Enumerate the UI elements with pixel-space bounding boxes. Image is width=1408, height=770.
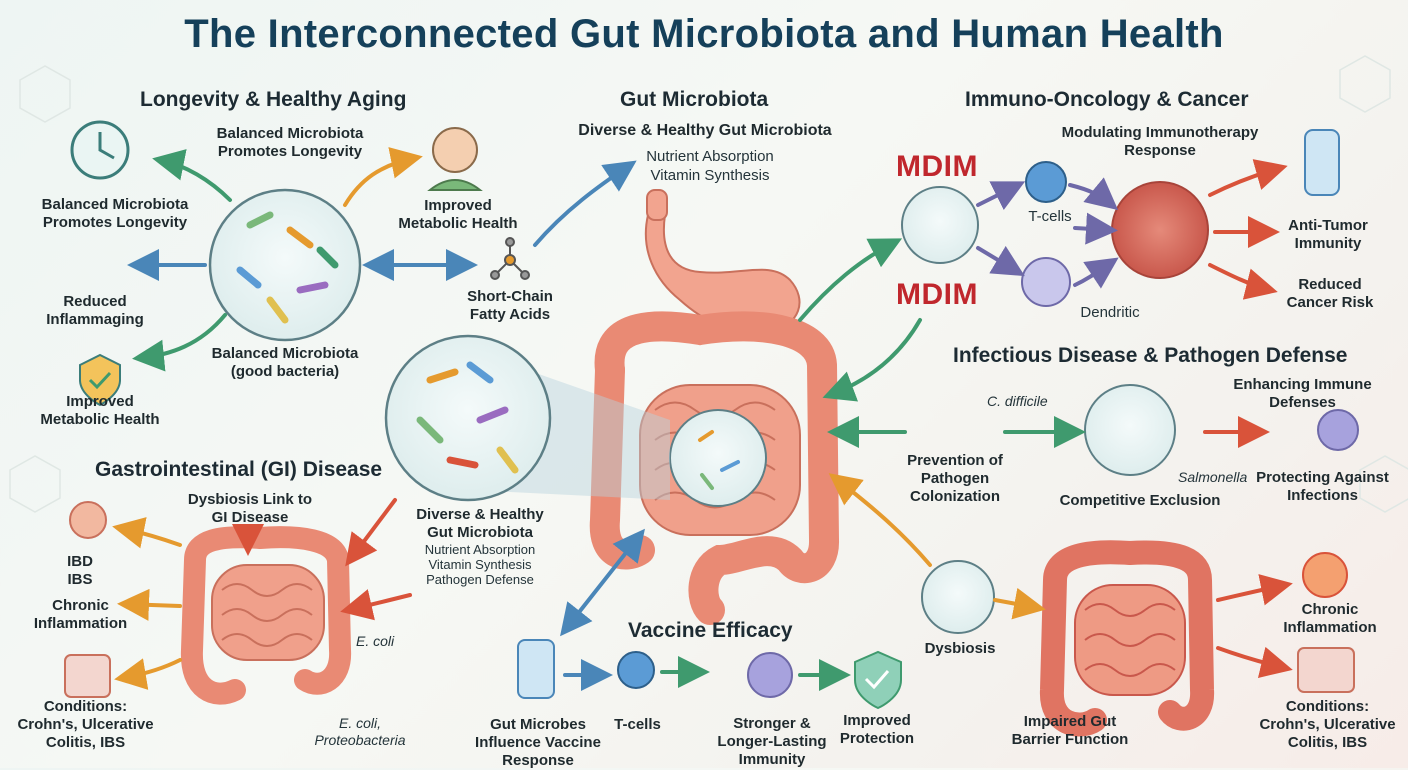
longevity-microbiota-circle [208, 188, 362, 342]
salmonella-label: Salmonella [1178, 469, 1248, 485]
vaccine-tcells-label: T-cells [614, 716, 661, 733]
arrows [112, 147, 1293, 691]
pathogen-defense-circle [1084, 384, 1176, 476]
dysbiosis-link-label: Dysbiosis Link to GI Disease [187, 491, 313, 526]
hex-pattern [9, 55, 1408, 513]
e-coli-proteobacteria-label: E. coli, Proteobacteria [314, 715, 406, 748]
mdim-label-2: MDIM [896, 278, 978, 311]
bacteria-doodles [236, 211, 740, 490]
ibd-ibs-label: IBD IBS [67, 553, 93, 588]
immune-cell-icon [1317, 409, 1359, 451]
dysbiosis-conditions-label: Conditions: Crohn's, Ulcerative Colitis,… [1259, 698, 1396, 751]
improved-metabolic-left-label: Improved Metabolic Health [40, 393, 160, 428]
gi-conditions-label: Conditions: Crohn's, Ulcerative Colitis,… [17, 698, 154, 751]
gut-subheading: Diverse & Healthy Gut Microbiota [578, 122, 832, 139]
scfa-molecule-icon [490, 237, 530, 280]
inflamed-cell-icon [69, 501, 107, 539]
mdim-microbiota-circle [901, 186, 979, 264]
improved-protection-label: Improved Protection [839, 712, 915, 747]
stomach [644, 189, 801, 335]
zoom-title: Diverse & Healthy Gut Microbiota [416, 506, 544, 541]
immune-cell-icon-2 [747, 652, 793, 698]
fire-icon [1302, 552, 1348, 598]
reduced-inflammaging-label: Reduced Inflammaging [46, 293, 144, 328]
longevity-heading: Longevity & Healthy Aging [140, 88, 407, 111]
protection-shield-icon [854, 650, 902, 710]
dendritic-cell-icon [1021, 257, 1071, 307]
protecting-infections-label: Protecting Against Infections [1256, 469, 1389, 504]
gut-functions: Nutrient Absorption Vitamin Synthesis [646, 148, 774, 184]
competitive-exclusion-label: Competitive Exclusion [1059, 492, 1221, 509]
tumor-icon [1111, 181, 1209, 279]
dendritic-label: Dendritic [1080, 304, 1140, 321]
longevity-top-label: Balanced Microbiota Promotes Longevity [216, 125, 364, 160]
anti-tumor-label: Anti-Tumor Immunity [1288, 217, 1368, 252]
immunotherapy-vial-icon [1304, 129, 1340, 196]
healthy-elder-icon [432, 127, 478, 173]
tissue-icon-2 [1297, 647, 1355, 693]
stronger-immunity-label: Stronger & Longer-Lasting Immunity [717, 715, 827, 768]
infectious-heading: Infectious Disease & Pathogen Defense [953, 344, 1348, 367]
dysbiosis-label: Dysbiosis [924, 640, 996, 657]
scfa-label: Short-Chain Fatty Acids [467, 288, 553, 323]
mdim-label-1: MDIM [896, 150, 978, 183]
vaccine-heading: Vaccine Efficacy [628, 619, 793, 642]
dysbiosis-intestine [1040, 540, 1215, 737]
oncology-subheading: Modulating Immunotherapy Response [1061, 124, 1259, 159]
shield-icon [79, 353, 121, 407]
gi-chronic-inflammation-label: Chronic Inflammation [33, 597, 128, 632]
zoom-circle [384, 334, 552, 502]
enhancing-immune-label: Enhancing Immune Defenses [1233, 376, 1372, 411]
gi-intestine [180, 526, 352, 705]
vaccine-vial-icon [517, 639, 555, 699]
impaired-barrier-label: Impaired Gut Barrier Function [1011, 713, 1129, 748]
c-difficile-label: C. difficile [987, 393, 1048, 409]
gi-heading: Gastrointestinal (GI) Disease [95, 458, 383, 481]
prevention-label: Prevention of Pathogen Colonization [907, 452, 1003, 505]
tissue-icon [64, 654, 111, 698]
tcell-icon [1025, 161, 1067, 203]
longevity-left-top-label: Balanced Microbiota Promotes Longevity [41, 196, 189, 231]
vaccine-tcell-icon [617, 651, 655, 689]
gut-heading: Gut Microbiota [620, 88, 769, 111]
gut-microbes-vaccine-label: Gut Microbes Influence Vaccine Response [475, 716, 601, 769]
e-coli-label: E. coli [356, 633, 395, 649]
dysbiosis-circle [921, 560, 995, 634]
improved-metabolic-right-label: Improved Metabolic Health [398, 197, 518, 232]
oncology-tcells-label: T-cells [1028, 208, 1072, 225]
oncology-heading: Immuno-Oncology & Cancer [965, 88, 1249, 111]
reduced-cancer-risk-label: Reduced Cancer Risk [1286, 276, 1374, 311]
dysbiosis-chronic-inflammation-label: Chronic Inflammation [1283, 601, 1377, 636]
zoom-functions: Nutrient Absorption Vitamin Synthesis Pa… [424, 542, 536, 587]
page-title: The Interconnected Gut Microbiota and Hu… [184, 12, 1224, 56]
balanced-microbiota-caption: Balanced Microbiota (good bacteria) [211, 345, 359, 380]
